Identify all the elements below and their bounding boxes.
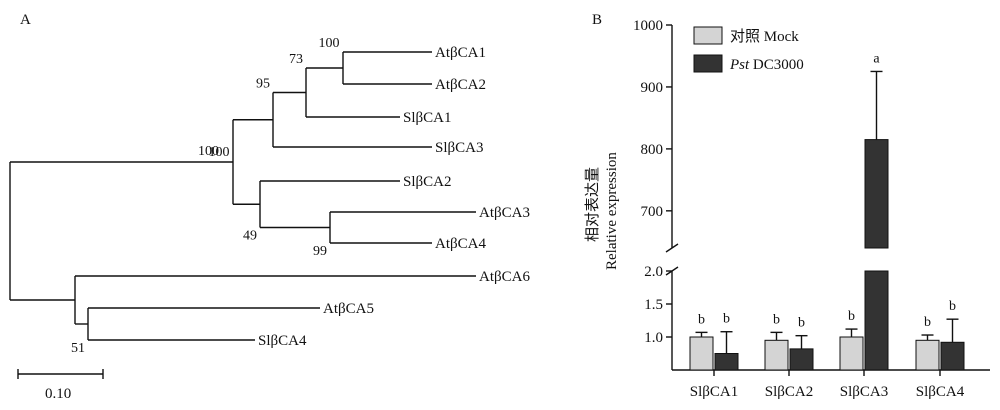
y-tick-label: 1.5 — [644, 297, 663, 313]
y-tick-label: 700 — [641, 204, 664, 220]
bar-pst-dc3000-slbetaca4 — [940, 341, 965, 371]
bootstrap-51: 51 — [71, 341, 85, 356]
y-tick-label: 2.0 — [644, 264, 663, 280]
legend-label-mock: 对照 Mock — [730, 28, 799, 45]
leaf-atbetaca3: AtβCA3 — [479, 205, 530, 221]
axis-break-mark — [665, 243, 679, 253]
bootstrap-100: 100 — [198, 144, 219, 159]
leaf-slbetaca4: SlβCA4 — [258, 333, 307, 349]
y-axis-label-en: Relative expression — [604, 152, 620, 270]
bar--mock-slbetaca2 — [764, 339, 789, 371]
x-tick-label-slbetaca2: SlβCA2 — [765, 384, 813, 400]
x-tick-label-slbetaca4: SlβCA4 — [916, 384, 965, 400]
bar--mock-slbetaca4 — [915, 339, 940, 371]
significance-label: a — [873, 51, 880, 66]
y-tick-label: 1000 — [633, 18, 663, 34]
significance-label: b — [798, 316, 805, 331]
x-tick-label-slbetaca1: SlβCA1 — [690, 384, 738, 400]
leaf-slbetaca2: SlβCA2 — [403, 174, 451, 190]
bootstrap-95: 95 — [256, 77, 270, 92]
significance-label: b — [773, 312, 780, 327]
x-tick-label-slbetaca3: SlβCA3 — [840, 384, 888, 400]
leaf-atbetaca6: AtβCA6 — [479, 269, 530, 285]
bar--mock-slbetaca1 — [689, 336, 714, 371]
significance-label: b — [698, 312, 705, 327]
leaf-atbetaca1: AtβCA1 — [435, 45, 486, 61]
significance-label: b — [949, 299, 956, 314]
bootstrap-100: 100 — [209, 145, 230, 160]
legend-label-pst-italic: Pst — [729, 57, 750, 73]
scale-bar-label: 0.10 — [45, 386, 71, 402]
bar-pst-dc3000-slbetaca1 — [714, 353, 739, 371]
bootstrap-99: 99 — [313, 244, 327, 259]
leaf-slbetaca3: SlβCA3 — [435, 140, 483, 156]
legend-swatch-mock — [693, 26, 723, 45]
y-tick-label: 900 — [641, 80, 664, 96]
bar-pst-dc3000-slbetaca3 — [864, 139, 889, 249]
leaf-slbetaca1: SlβCA1 — [403, 110, 451, 126]
bar-pst-dc3000-slbetaca3-lower — [864, 270, 889, 371]
y-axis-label-zh: 相对表达量 — [584, 167, 601, 242]
panel-b-label: B — [592, 12, 602, 28]
significance-label: b — [924, 315, 931, 330]
significance-label: b — [848, 309, 855, 324]
legend-swatch-pst — [693, 54, 723, 73]
leaf-atbetaca2: AtβCA2 — [435, 77, 486, 93]
leaf-atbetaca4: AtβCA4 — [435, 236, 486, 252]
bootstrap-100: 100 — [319, 36, 340, 51]
bootstrap-49: 49 — [243, 229, 257, 244]
leaf-atbetaca5: AtβCA5 — [323, 301, 374, 317]
legend-label-pst-rest: DC3000 — [749, 57, 804, 73]
bar-pst-dc3000-slbetaca2 — [789, 348, 814, 371]
legend-label-pst: Pst DC3000 — [729, 57, 804, 73]
significance-label: b — [723, 312, 730, 327]
phylogenetic-tree: AtβCA1AtβCA2100SlβCA173SlβCA395SlβCA2Atβ… — [9, 36, 530, 356]
bootstrap-73: 73 — [289, 52, 303, 67]
panel-a-label: A — [20, 12, 31, 28]
y-tick-label: 1.0 — [644, 330, 663, 346]
bar--mock-slbetaca3 — [839, 336, 864, 371]
y-tick-label: 800 — [641, 142, 664, 158]
